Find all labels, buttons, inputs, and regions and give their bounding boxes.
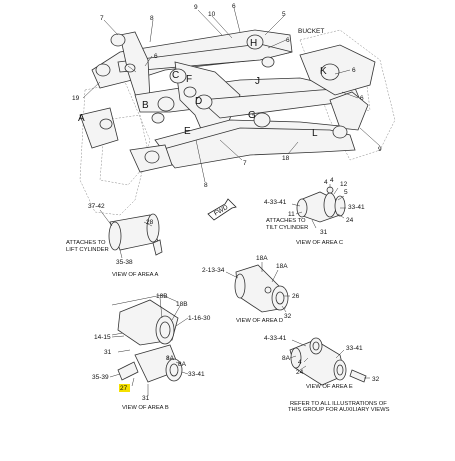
part-number: 8 [150, 15, 154, 22]
part-number: 31 [142, 395, 150, 402]
part-number: 35-38 [116, 259, 133, 266]
part-number: 14-15 [94, 334, 111, 341]
part-number: 6 [286, 37, 290, 44]
area-label-g[interactable]: G [248, 110, 256, 121]
view-caption-d: VIEW OF AREA D [236, 318, 283, 324]
attaches-note-line2: LIFT CYLINDER [66, 247, 109, 253]
main-part-numbers: 7 8 9 10 6 5 19 6 6 6 6 7 8 9 18 BUCKET [72, 3, 382, 189]
reference-note: REFER TO ALL ILLUSTRATIONS OF THIS GROUP… [288, 401, 390, 413]
part-number: 4-33-41 [264, 335, 287, 342]
part-number: 11 [288, 211, 295, 218]
part-number: 26 [292, 293, 300, 300]
view-of-area-c: 4 12 4-33-41 5 4 33-41 11 24 31 ATTACHES… [264, 177, 365, 246]
part-number: 33-41 [348, 204, 365, 211]
part-number: 9 [378, 146, 382, 153]
part-number: 32 [372, 376, 380, 383]
area-label-l[interactable]: L [312, 128, 318, 139]
area-label-e[interactable]: E [184, 126, 191, 137]
area-label-j[interactable]: J [255, 76, 260, 87]
area-label-h[interactable]: H [250, 38, 257, 49]
part-number: 24 [346, 217, 354, 224]
part-number: 6 [352, 67, 356, 74]
part-number: 31 [104, 349, 112, 356]
part-number: 6 [154, 53, 158, 60]
part-number: 33-41 [346, 345, 363, 352]
reference-note-line1: REFER TO ALL ILLUSTRATIONS OF [290, 401, 387, 407]
area-label-k[interactable]: K [320, 66, 327, 77]
area-label-c[interactable]: C [172, 70, 179, 81]
area-label-d[interactable]: D [195, 96, 202, 107]
attaches-note-line1: ATTACHES TO [266, 218, 306, 224]
part-number: 18A [256, 255, 268, 262]
part-number: 8A [282, 355, 291, 362]
area-letters: A B C D E F G H J K L [78, 38, 327, 139]
part-number: 18B [156, 293, 168, 300]
view-of-area-e: 4-33-41 8A 4 24 33-41 32 VIEW OF AREA E [264, 335, 380, 390]
part-number: 8 [204, 182, 208, 189]
part-number: 37-42 [88, 203, 105, 210]
area-label-b[interactable]: B [142, 100, 149, 111]
part-number: 7 [243, 160, 247, 167]
part-number: 32 [284, 313, 292, 320]
part-number: 35-39 [92, 374, 109, 381]
highlighted-part-number[interactable]: 27 [120, 385, 128, 392]
view-caption-b: VIEW OF AREA B [122, 405, 169, 411]
part-number: 4 [324, 179, 328, 186]
reference-note-line2: THIS GROUP FOR AUXILIARY VIEWS [288, 407, 390, 413]
part-number: 18 [282, 155, 290, 162]
view-caption-e: VIEW OF AREA E [306, 384, 353, 390]
part-number: 5 [282, 11, 286, 18]
attaches-note-line2: TILT CYLINDER [266, 225, 308, 231]
part-number: 18A [276, 263, 288, 270]
part-number: 6 [360, 95, 364, 102]
part-number: 2-13-34 [202, 267, 225, 274]
view-of-area-a: 37-42 28 35-38 ATTACHES TO LIFT CYLINDER… [66, 203, 163, 278]
part-number: 8A [178, 361, 187, 368]
view-of-area-b: 18B 18B 1-16-30 14-15 31 8A 8A 33-41 35-… [92, 293, 211, 411]
part-number: 9 [194, 4, 198, 11]
part-number: 19 [72, 95, 80, 102]
part-number: 33-41 [188, 371, 205, 378]
highlight-box [119, 384, 130, 392]
part-number: 24 [296, 369, 304, 376]
part-number: 4 [330, 177, 334, 184]
bucket-label: BUCKET [298, 28, 324, 35]
view-of-area-d: 18A 18A 2-13-34 26 32 VIEW OF AREA D [202, 255, 300, 324]
part-number: 28 [146, 219, 154, 226]
attaches-note-line1: ATTACHES TO [66, 240, 106, 246]
part-number: 6 [232, 3, 236, 10]
part-number: 4 [298, 359, 302, 366]
part-number: 4-33-41 [264, 199, 287, 206]
part-number: 8A [166, 355, 175, 362]
part-number: 5 [344, 189, 348, 196]
main-assembly [79, 7, 396, 216]
part-number: 12 [340, 181, 348, 188]
area-label-a[interactable]: A [78, 113, 85, 124]
part-number: 10 [208, 11, 216, 18]
part-number: 1-16-30 [188, 315, 211, 322]
part-number: 7 [100, 15, 104, 22]
part-number: 31 [320, 229, 328, 236]
view-caption-c: VIEW OF AREA C [296, 240, 343, 246]
view-caption-a: VIEW OF AREA A [112, 272, 159, 278]
area-label-f[interactable]: F [186, 74, 192, 85]
part-number: 18B [176, 301, 188, 308]
forward-arrow: FWD [207, 198, 237, 221]
